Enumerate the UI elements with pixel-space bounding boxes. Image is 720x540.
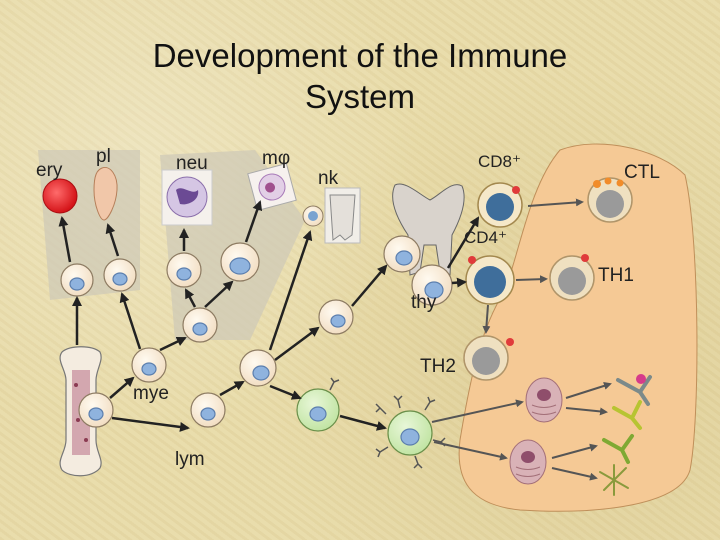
arrow-plasma-to-ab1 [565,382,612,399]
progenitor-cell-pl [103,258,137,292]
title-line-2: System [304,78,416,115]
label-cd4: CD4⁺ [464,228,507,247]
plasma-cell-icon [509,439,547,485]
arrow-mono-to-mphi [244,200,263,243]
label-lym: lym [175,449,205,470]
arrow-stem-to-mye [109,376,135,399]
b-cell [387,410,433,456]
ctl-cell [587,177,633,223]
th2-cell [463,335,514,381]
lym-cell [190,392,226,428]
arrow-lymprog-to-preb [269,384,302,400]
progenitor-cell-mono [220,242,260,282]
label-th2: TH2 [420,356,456,377]
arrow-mye-to-myeprog [159,336,187,352]
arrow-myeprog-to-mono [204,280,234,308]
pre-t-cell [318,299,354,335]
label-ery: ery [36,160,63,181]
arrow-progenitor-to-ery [58,216,72,263]
arrow-thymocyte-to-cd4 [451,277,467,288]
pre-b-cell [296,388,340,432]
label-thy: thy [411,292,437,313]
b-cells [296,388,433,456]
platelet [93,166,118,221]
title-line-1: Development of the Immune [152,37,568,74]
label-mphi: mφ [262,148,291,169]
cd8-t-cell [477,182,523,228]
nk-small-cell [302,205,324,227]
label-pl: pl [96,146,111,167]
progenitor-cells [60,235,453,428]
surface-antibodies [329,377,446,469]
neutrophil-image [161,169,213,226]
label-mye: mye [133,383,169,404]
arrow-thymocyte-to-cd8 [446,216,480,269]
macrophage-image [247,162,297,212]
lymphoid-progenitor [239,349,277,387]
arrow-mye-to-pl-prog [119,292,142,350]
arrow-lym-to-lymprog [219,380,245,397]
arrow-plasma-to-ab2 [565,407,608,416]
mye-cell [131,347,167,383]
thymocyte-1 [383,235,421,273]
arrow-myeprog-to-neu-prog [184,288,197,308]
cd4-t-cell [465,255,515,305]
label-ctl: CTL [624,162,660,183]
label-th1: TH1 [598,265,634,286]
plasma-cell-icon [525,377,563,423]
arrow-progenitor-to-pl [105,223,120,257]
arrow-b-to-plasma2 [433,441,508,461]
label-neu: neu [176,153,208,174]
arrow-lymprog-to-nk [268,230,313,351]
arrow-stem-to-lym [111,416,190,432]
arrow-b-to-plasma1 [431,399,524,423]
label-cd8: CD8⁺ [478,152,521,171]
label-nk: nk [318,168,339,189]
arrow-pret-to-thymocyte [351,264,388,307]
differentiation-arrows [431,198,612,481]
erythrocyte [42,178,78,214]
progenitor-cell-neu [166,252,202,288]
antibody-icon [599,374,652,496]
arrow-cd4-to-th1 [515,275,548,284]
thymocyte-2 [411,264,453,306]
nk-cell-image [324,187,361,244]
arrow-cd4-to-th2 [482,304,491,334]
progenitor-cell-ery [60,263,94,297]
arrow-cd8-to-ctl [527,198,584,207]
arrows [58,200,480,432]
arrow-lymprog-to-pret [274,326,320,362]
arrow-plasma-to-ab4 [551,467,598,481]
arrow-plasma-to-ab3 [551,443,598,459]
th1-cell [549,254,595,301]
stem-cell [78,392,114,428]
myeloid-progenitor [182,307,218,343]
arrow-preb-to-b [339,414,387,431]
